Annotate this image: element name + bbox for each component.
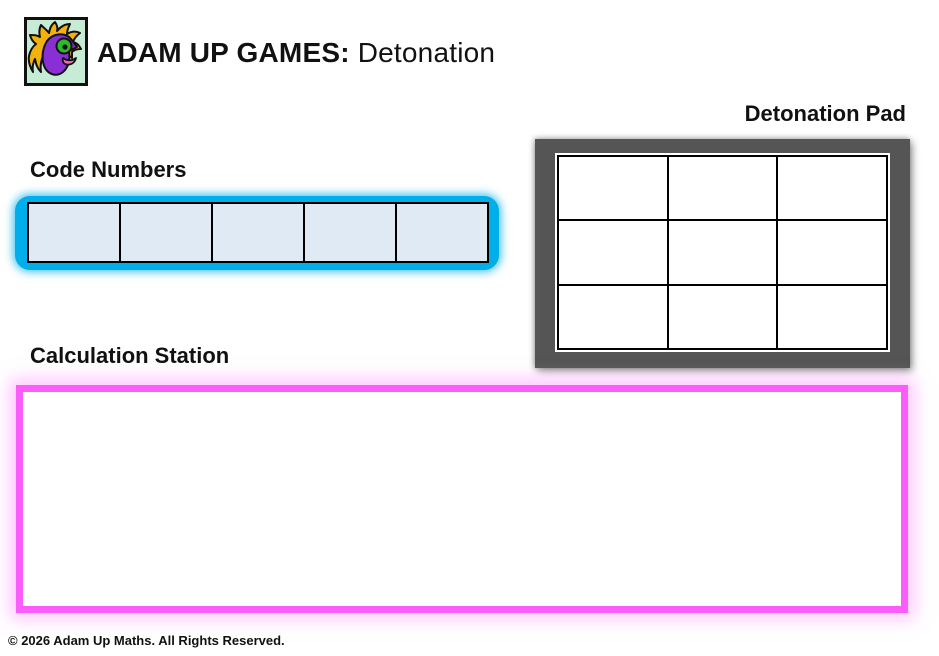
mascot-logo <box>24 17 88 86</box>
code-number-cell-4[interactable] <box>305 204 395 261</box>
footer: © 2026 Adam Up Maths. All Rights Reserve… <box>8 633 285 649</box>
detonation-pad-cell-3[interactable] <box>778 157 886 220</box>
detonation-pad-cell-4[interactable] <box>559 221 667 284</box>
code-number-cell-3[interactable] <box>213 204 303 261</box>
calculation-station[interactable] <box>16 385 908 613</box>
detonation-pad-cell-9[interactable] <box>778 285 886 348</box>
game-subtitle: Detonation <box>357 37 496 68</box>
detonation-pad-cell-1[interactable] <box>559 157 667 220</box>
code-number-cell-1[interactable] <box>29 204 119 261</box>
detonation-pad-inner <box>555 153 890 352</box>
brand-name: ADAM UP GAMES: <box>97 37 350 68</box>
page-title: ADAM UP GAMES: Detonation <box>97 37 495 69</box>
code-numbers-box <box>15 196 499 270</box>
detonation-pad-cell-2[interactable] <box>668 157 777 220</box>
code-number-cell-2[interactable] <box>121 204 211 261</box>
code-numbers-label: Code Numbers <box>30 157 187 182</box>
detonation-pad-cell-7[interactable] <box>559 285 667 348</box>
detonation-pad-grid <box>557 155 888 350</box>
detonation-pad <box>535 139 910 368</box>
code-numbers-row <box>27 202 489 263</box>
code-number-cell-5[interactable] <box>397 204 487 261</box>
detonation-pad-cell-6[interactable] <box>778 221 886 284</box>
detonation-pad-cell-8[interactable] <box>668 285 777 348</box>
detonation-pad-label: Detonation Pad <box>744 101 906 126</box>
copyright-text: © 2026 Adam Up Maths. All Rights Reserve… <box>8 633 285 648</box>
mascot-icon <box>27 21 82 76</box>
calculation-station-label: Calculation Station <box>30 343 230 368</box>
detonation-pad-cell-5[interactable] <box>668 221 777 284</box>
